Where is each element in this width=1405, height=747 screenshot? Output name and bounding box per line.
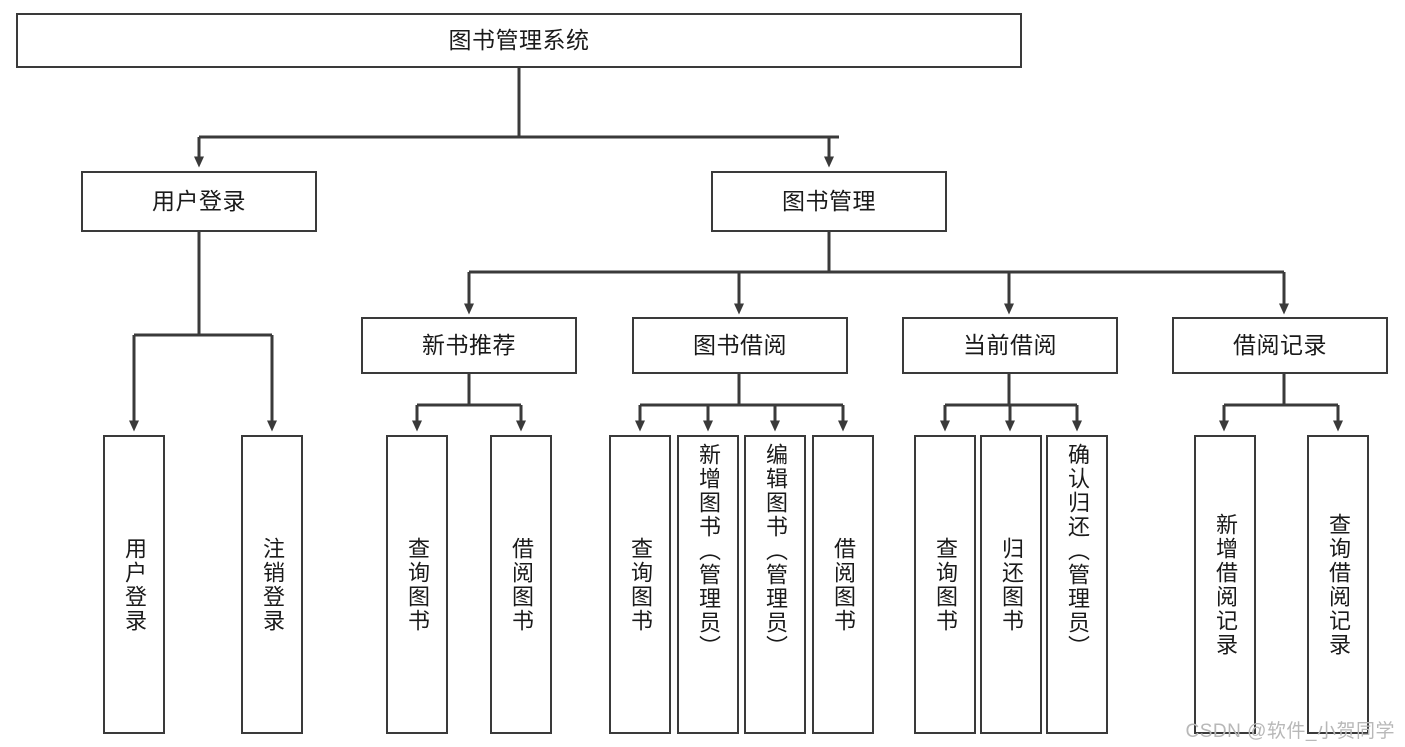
node-label: 借阅图书	[830, 536, 856, 633]
node-borrow-record[interactable]: 借阅记录	[1172, 317, 1388, 374]
node-new-book-recommend[interactable]: 新书推荐	[361, 317, 577, 374]
node-book-management[interactable]: 图书管理	[711, 171, 947, 232]
leaf-recommend-borrow-book[interactable]: 借阅图书	[490, 435, 552, 734]
node-label: 确认归还（管理员）	[1064, 443, 1090, 659]
node-label: 用户登录	[152, 187, 246, 214]
node-label: 新增借阅记录	[1212, 512, 1238, 657]
node-label: 查询图书	[627, 536, 653, 633]
leaf-borrow-edit-book-admin[interactable]: 编辑图书（管理员）	[744, 435, 806, 734]
leaf-record-query-record[interactable]: 查询借阅记录	[1307, 435, 1369, 734]
watermark: CSDN @软件_小贺同学	[1185, 721, 1395, 742]
node-label: 用户登录	[121, 536, 147, 633]
node-label: 借阅图书	[508, 536, 534, 633]
node-label: 图书管理系统	[448, 26, 590, 53]
node-label: 查询图书	[404, 536, 430, 633]
node-label: 归还图书	[998, 536, 1024, 633]
node-label: 借阅记录	[1233, 331, 1327, 358]
leaf-current-query-book[interactable]: 查询图书	[914, 435, 976, 734]
node-current-borrow[interactable]: 当前借阅	[902, 317, 1118, 374]
leaf-user-login[interactable]: 用户登录	[103, 435, 165, 734]
leaf-record-add-record[interactable]: 新增借阅记录	[1194, 435, 1256, 734]
leaf-borrow-borrow-book[interactable]: 借阅图书	[812, 435, 874, 734]
node-label: 当前借阅	[963, 331, 1057, 358]
leaf-current-return-book[interactable]: 归还图书	[980, 435, 1042, 734]
node-user-login[interactable]: 用户登录	[81, 171, 317, 232]
node-book-borrow[interactable]: 图书借阅	[632, 317, 848, 374]
leaf-current-confirm-return-admin[interactable]: 确认归还（管理员）	[1046, 435, 1108, 734]
node-label: 图书管理	[782, 187, 876, 214]
node-label: 编辑图书（管理员）	[762, 443, 788, 659]
leaf-borrow-add-book-admin[interactable]: 新增图书（管理员）	[677, 435, 739, 734]
node-root-system[interactable]: 图书管理系统	[16, 13, 1022, 68]
node-label: 注销登录	[259, 536, 285, 633]
leaf-borrow-query-book[interactable]: 查询图书	[609, 435, 671, 734]
node-label: 新书推荐	[422, 331, 516, 358]
leaf-user-logout[interactable]: 注销登录	[241, 435, 303, 734]
leaf-recommend-query-book[interactable]: 查询图书	[386, 435, 448, 734]
node-label: 新增图书（管理员）	[695, 443, 721, 659]
node-label: 图书借阅	[693, 331, 787, 358]
node-label: 查询图书	[932, 536, 958, 633]
node-label: 查询借阅记录	[1325, 512, 1351, 657]
